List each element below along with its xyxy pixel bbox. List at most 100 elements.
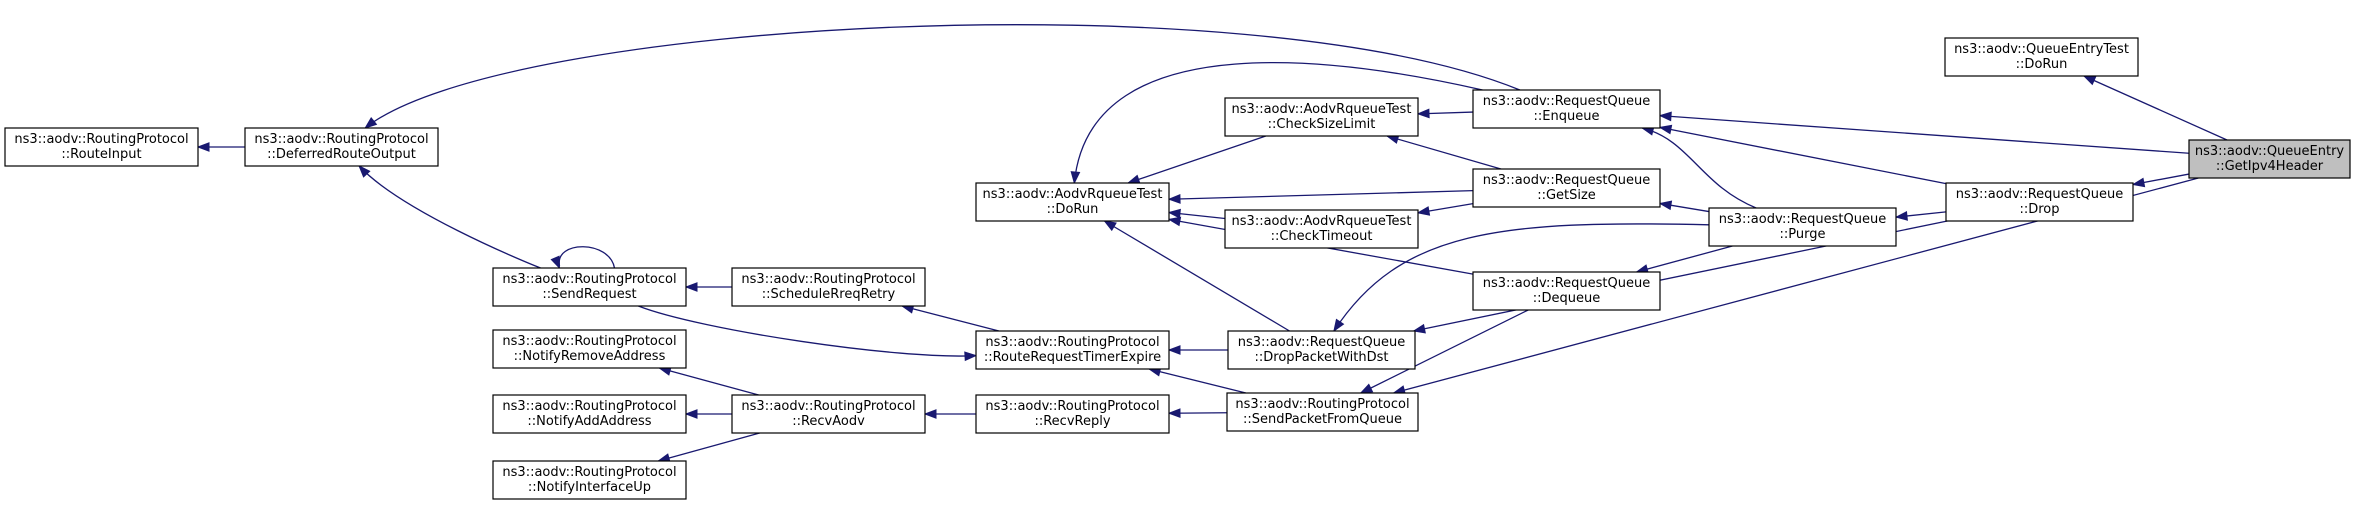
node-method-label: ::RouteRequestTimerExpire (984, 350, 1161, 365)
node-routing-protocol-notify-remove-address[interactable]: ns3::aodv::RoutingProtocol::NotifyRemove… (492, 329, 687, 369)
node-box (492, 460, 687, 500)
edge-arrowhead (1416, 206, 1431, 216)
node-request-queue-enqueue[interactable]: ns3::aodv::RequestQueue::Enqueue (1472, 89, 1661, 129)
node-box (244, 127, 439, 167)
edge-arrowhead (1894, 211, 1908, 221)
node-namespace-label: ns3::aodv::RequestQueue (1483, 94, 1650, 109)
node-request-queue-drop[interactable]: ns3::aodv::RequestQueue::Drop (1945, 182, 2134, 222)
edge-arrowhead (358, 164, 371, 178)
node-routing-protocol-recv-aodv[interactable]: ns3::aodv::RoutingProtocol::RecvAodv (731, 394, 926, 434)
node-namespace-label: ns3::aodv::RequestQueue (1956, 187, 2123, 202)
node-box (2188, 139, 2351, 179)
node-method-label: ::GetIpv4Header (2216, 159, 2324, 174)
edge-arrowhead (1167, 345, 1181, 355)
call-edge (1168, 190, 1474, 200)
edge-arrowhead (684, 282, 698, 292)
node-box (1708, 207, 1897, 247)
node-routing-protocol-schedule-rreq-retry[interactable]: ns3::aodv::RoutingProtocol::ScheduleRreq… (731, 267, 926, 307)
call-edge (638, 305, 977, 357)
edge-arrowhead (2131, 177, 2146, 188)
node-request-queue-dequeue[interactable]: ns3::aodv::RequestQueue::Dequeue (1472, 271, 1661, 311)
node-method-label: ::Purge (1780, 227, 1826, 242)
call-edge (1104, 220, 1290, 332)
node-box (1944, 37, 2139, 77)
node-box (975, 330, 1170, 370)
node-method-label: ::NotifyRemoveAddress (514, 349, 666, 364)
node-namespace-label: ns3::aodv::RoutingProtocol (502, 272, 676, 287)
node-routing-protocol-notify-interface-up[interactable]: ns3::aodv::RoutingProtocol::NotifyInterf… (492, 460, 687, 500)
edge-arrowhead (1658, 124, 1673, 135)
node-routing-protocol-send-request[interactable]: ns3::aodv::RoutingProtocol::SendRequest (492, 267, 687, 307)
node-request-queue-purge[interactable]: ns3::aodv::RequestQueue::Purge (1708, 207, 1897, 247)
edge-arrowhead (964, 351, 978, 362)
node-routing-protocol-route-request-timer-expire[interactable]: ns3::aodv::RoutingProtocol::RouteRequest… (975, 330, 1170, 370)
node-namespace-label: ns3::aodv::RoutingProtocol (502, 334, 676, 349)
node-namespace-label: ns3::aodv::RequestQueue (1238, 335, 1405, 350)
node-box (1226, 392, 1419, 432)
call-edge (1148, 368, 1247, 394)
node-aodv-rqueue-test-check-size-limit[interactable]: ns3::aodv::AodvRqueueTest::CheckSizeLimi… (1224, 97, 1419, 137)
node-box (975, 182, 1170, 222)
node-queue-entry-get-ipv4-header[interactable]: ns3::aodv::QueueEntry::GetIpv4Header (2188, 139, 2351, 179)
node-method-label: ::DropPacketWithDst (1255, 350, 1389, 365)
node-method-label: ::Enqueue (1534, 109, 1600, 124)
call-edge (1333, 223, 1710, 332)
call-edge (659, 367, 759, 396)
node-method-label: ::DoRun (2016, 57, 2068, 72)
node-box (4, 127, 199, 167)
edge-arrowhead (1416, 108, 1430, 119)
node-namespace-label: ns3::aodv::RoutingProtocol (741, 272, 915, 287)
node-request-queue-drop-packet-with-dst[interactable]: ns3::aodv::RequestQueue::DropPacketWithD… (1227, 330, 1416, 370)
node-box (492, 329, 687, 369)
edge-arrowhead (1412, 323, 1426, 334)
node-routing-protocol-send-packet-from-queue[interactable]: ns3::aodv::RoutingProtocol::SendPacketFr… (1226, 392, 1419, 432)
call-edge (364, 24, 1521, 129)
node-method-label: ::RecvAodv (792, 414, 865, 429)
node-method-label: ::RouteInput (61, 147, 141, 162)
edge-arrowhead (1167, 194, 1181, 204)
node-box (1227, 330, 1416, 370)
node-namespace-label: ns3::aodv::RoutingProtocol (254, 132, 428, 147)
edge-arrowhead (684, 409, 698, 419)
node-request-queue-get-size[interactable]: ns3::aodv::RequestQueue::GetSize (1472, 168, 1661, 208)
node-routing-protocol-notify-add-address[interactable]: ns3::aodv::RoutingProtocol::NotifyAddAdd… (492, 394, 687, 434)
node-box (492, 267, 687, 307)
node-namespace-label: ns3::aodv::RoutingProtocol (1235, 397, 1409, 412)
node-routing-protocol-deferred-route-output[interactable]: ns3::aodv::RoutingProtocol::DeferredRout… (244, 127, 439, 167)
edge-arrowhead (2082, 75, 2097, 86)
node-method-label: ::CheckTimeout (1271, 229, 1373, 244)
node-box (731, 267, 926, 307)
node-box (1224, 97, 1419, 137)
call-edge (1659, 115, 2190, 154)
call-edge (658, 432, 760, 462)
edge-arrowhead (1070, 171, 1081, 185)
node-namespace-label: ns3::aodv::RoutingProtocol (985, 335, 1159, 350)
node-box (1945, 182, 2134, 222)
node-namespace-label: ns3::aodv::AodvRqueueTest (1232, 102, 1412, 117)
node-namespace-label: ns3::aodv::RoutingProtocol (502, 465, 676, 480)
node-aodv-rqueue-test-check-timeout[interactable]: ns3::aodv::AodvRqueueTest::CheckTimeout (1224, 209, 1419, 249)
call-edge (2083, 75, 2228, 141)
edge-arrowhead (1333, 318, 1345, 333)
node-box (1224, 209, 1419, 249)
node-namespace-label: ns3::aodv::RequestQueue (1719, 212, 1886, 227)
node-namespace-label: ns3::aodv::RoutingProtocol (14, 132, 188, 147)
node-method-label: ::SendRequest (542, 287, 636, 302)
node-aodv-rqueue-test-do-run[interactable]: ns3::aodv::AodvRqueueTest::DoRun (975, 182, 1170, 222)
node-queue-entry-test-do-run[interactable]: ns3::aodv::QueueEntryTest::DoRun (1944, 37, 2139, 77)
node-routing-protocol-route-input[interactable]: ns3::aodv::RoutingProtocol::RouteInput (4, 127, 199, 167)
edge-arrowhead (364, 116, 378, 129)
edge-arrowhead (1658, 200, 1673, 211)
node-box (1472, 89, 1661, 129)
call-edge (358, 165, 541, 269)
node-method-label: ::Dequeue (1533, 291, 1601, 306)
node-namespace-label: ns3::aodv::RoutingProtocol (741, 399, 915, 414)
edge-arrowhead (1167, 216, 1182, 227)
node-namespace-label: ns3::aodv::AodvRqueueTest (983, 187, 1163, 202)
node-method-label: ::SendPacketFromQueue (1243, 412, 1402, 427)
node-routing-protocol-recv-reply[interactable]: ns3::aodv::RoutingProtocol::RecvReply (975, 394, 1170, 434)
call-edge (1360, 309, 1529, 394)
edge-arrowhead (196, 142, 210, 152)
edge-arrowhead (1167, 208, 1181, 219)
